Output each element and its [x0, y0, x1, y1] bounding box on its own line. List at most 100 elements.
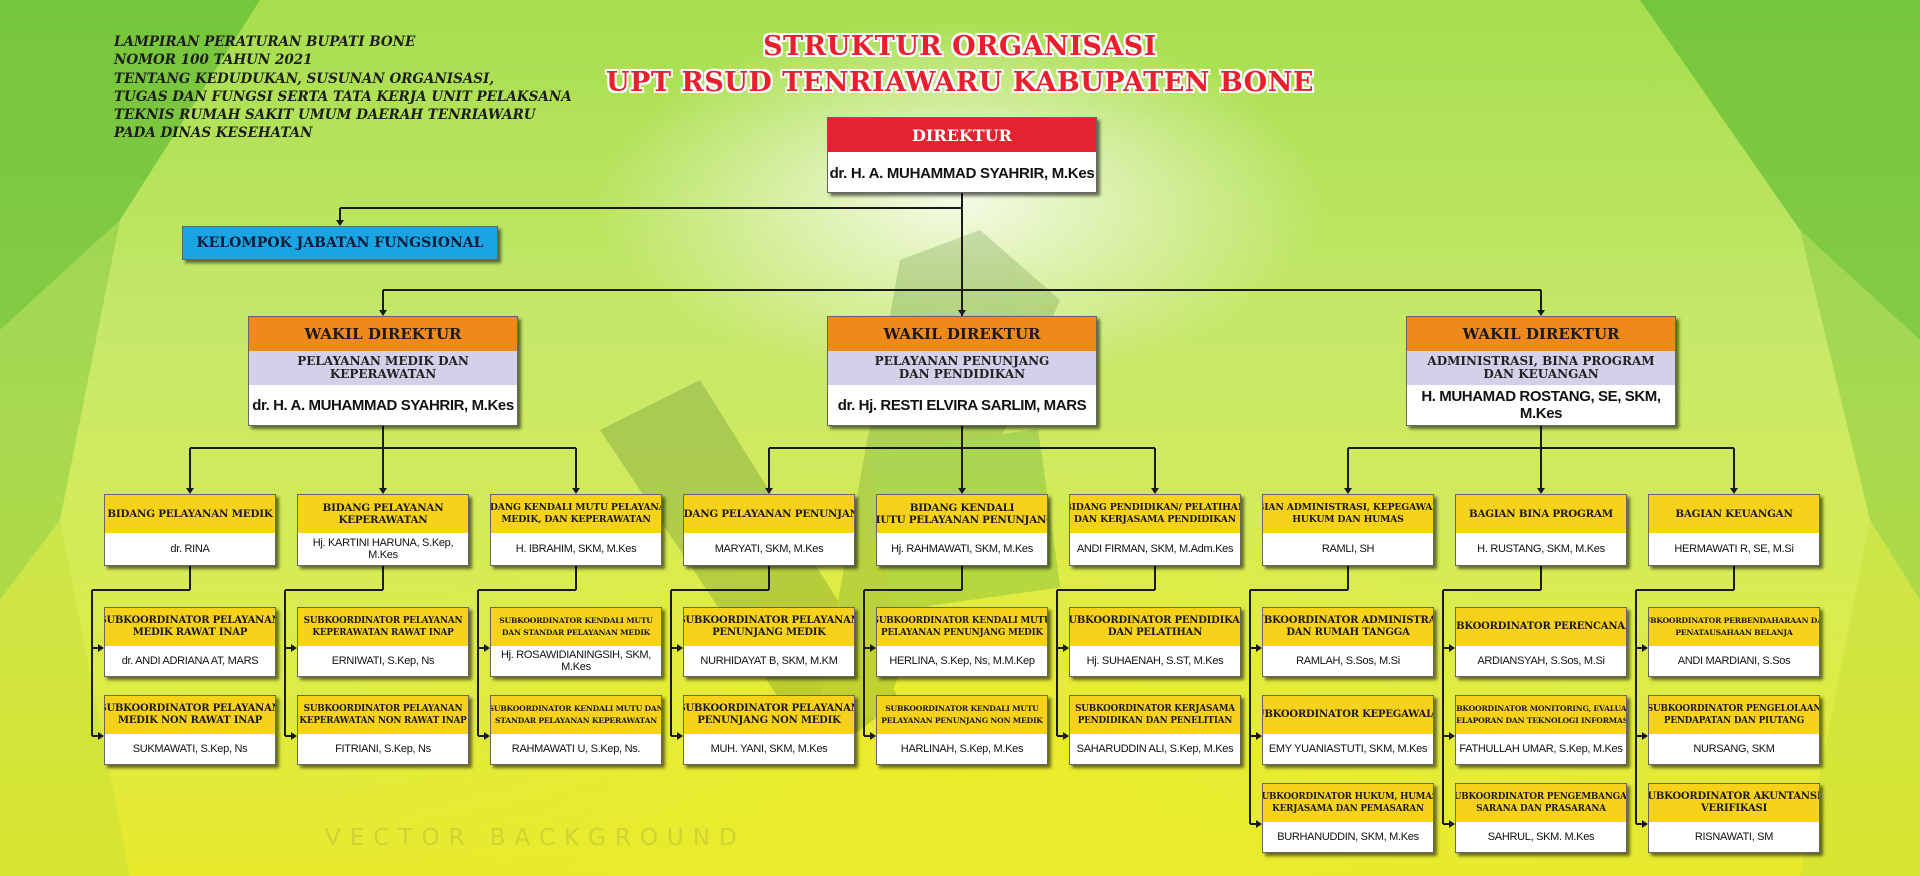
- deputy-name: H. MUHAMAD ROSTANG, SE, SKM, M.Kes: [1407, 385, 1675, 425]
- arrow-head-icon: [291, 644, 297, 652]
- arrow-head-icon: [1344, 488, 1352, 494]
- bidang-title-line: BAGIAN KEUANGAN: [1675, 508, 1793, 520]
- subkoordinator-title-line: SUBKOORDINATOR KEPEGAWAIAN: [1263, 709, 1433, 720]
- deputy-title: WAKIL DIREKTUR: [249, 317, 517, 351]
- arrow-head-icon: [1642, 820, 1648, 828]
- subkoordinator-title-line: SUBKOORDINATOR PERBENDAHARAAN DAN: [1649, 616, 1819, 625]
- subkoordinator-title-line: MEDIK NON RAWAT INAP: [117, 715, 263, 726]
- subkoordinator-name: ARDIANSYAH, S.Sos, M.Si: [1456, 646, 1626, 676]
- subkoordinator-title-line: PENUNJANG MEDIK: [712, 627, 826, 638]
- subkoordinator-title: SUBKOORDINATOR MONITORING, EVALUASI,PELA…: [1456, 696, 1626, 734]
- background-watermark-text: VECTOR BACKGROUND: [325, 825, 746, 851]
- subkoordinator-name: BURHANUDDIN, SKM, M.Kes: [1263, 822, 1433, 852]
- subkoordinator-title-line: DAN RUMAH TANGGA: [1286, 627, 1410, 638]
- bidang-title-line: MEDIK, DAN KEPERAWATAN: [501, 514, 651, 525]
- subkoordinator-name: ANDI MARDIANI, S.Sos: [1649, 646, 1819, 676]
- subkoordinator-box: SUBKOORDINATOR PERBENDAHARAAN DAN PENATAU…: [1648, 607, 1820, 677]
- bidang-title: BAGIAN ADMINISTRASI, KEPEGAWAIAN,HUKUM D…: [1263, 495, 1433, 533]
- subkoordinator-title-line: SUBKOORDINATOR PENGEMBANGAN: [1455, 792, 1627, 802]
- arrow-head-icon: [1151, 488, 1159, 494]
- subkoordinator-box: SUBKOORDINATOR PERENCANAAN ARDIANSYAH, S.…: [1455, 607, 1627, 677]
- arrow-head-icon: [1256, 732, 1262, 740]
- subkoordinator-name: FATHULLAH UMAR, S.Kep, M.Kes: [1456, 734, 1626, 764]
- director-title: DIREKTUR: [828, 118, 1096, 152]
- legal-line: TEKNIS RUMAH SAKIT UMUM DAERAH TENRIAWAR…: [114, 107, 536, 124]
- subkoordinator-title-line: PELAYANAN PENUNJANG NON MEDIK: [881, 716, 1043, 725]
- subkoordinator-title-line: PENATAUSAHAAN BELANJA: [1675, 628, 1793, 637]
- subkoordinator-title-line: VERIFIKASI: [1700, 803, 1768, 814]
- bidang-name: Hj. KARTINI HARUNA, S.Kep, M.Kes: [298, 533, 468, 565]
- subkoordinator-name: RAMLAH, S.Sos, M.Si: [1263, 646, 1433, 676]
- subkoordinator-title-line: DAN STANDAR PELAYANAN MEDIK: [501, 628, 651, 637]
- subkoordinator-box: Plt. SUBKOORDINATOR AKUNTANSI DANVERIFIK…: [1648, 783, 1820, 853]
- bidang-name: MARYATI, SKM, M.Kes: [684, 533, 854, 565]
- subkoordinator-title: SUBKOORDINATOR KENDALI MUTU PELAYANAN PEN…: [877, 696, 1047, 734]
- bidang-title: BAGIAN KEUANGAN: [1649, 495, 1819, 533]
- bidang-title-line: HUKUM DAN HUMAS: [1292, 514, 1404, 525]
- subkoordinator-title: SUBKOORDINATOR HUKUM, HUMAS,KERJASAMA DA…: [1263, 784, 1433, 822]
- arrow-head-icon: [484, 732, 490, 740]
- director-name: dr. H. A. MUHAMMAD SYAHRIR, M.Kes: [828, 152, 1096, 192]
- subkoordinator-title: SUBKOORDINATOR PERENCANAAN: [1456, 608, 1626, 646]
- bidang-name: H. RUSTANG, SKM, M.Kes: [1456, 533, 1626, 565]
- arrow-head-icon: [958, 488, 966, 494]
- subkoordinator-title-line: SUBKOORDINATOR PENDIDIKAN: [1069, 615, 1241, 626]
- subkoordinator-title-line: SUBKOORDINATOR PELAYANAN: [683, 703, 855, 714]
- arrow-head-icon: [484, 644, 490, 652]
- arrow-head-icon: [677, 644, 683, 652]
- legal-line: TENTANG KEDUDUKAN, SUSUNAN ORGANISASI,: [114, 70, 495, 87]
- subkoordinator-title: Plt. SUBKOORDINATOR AKUNTANSI DANVERIFIK…: [1649, 784, 1819, 822]
- bidang-title-line: BIDANG KENDALI: [909, 502, 1015, 514]
- arrow-head-icon: [870, 644, 876, 652]
- deputy-unit-line: PELAYANAN PENUNJANG: [874, 354, 1050, 368]
- arrow-head-icon: [98, 644, 104, 652]
- subkoordinator-title-line: SUBKOORDINATOR KENDALI MUTU: [885, 704, 1039, 713]
- bidang-title: BIDANG PELAYANAN MEDIK: [105, 495, 275, 533]
- deputy-unit-line: KEPERAWATAN: [329, 367, 437, 381]
- subkoordinator-title-line: SUBKOORDINATOR KERJASAMA: [1075, 704, 1235, 714]
- subkoordinator-name: SAHARUDDIN ALI, S.Kep, M.Kes: [1070, 734, 1240, 764]
- arrow-head-icon: [1537, 310, 1545, 316]
- subkoordinator-name: MUH. YANI, SKM, M.Kes: [684, 734, 854, 764]
- subkoordinator-title-line: SUBKOORDINATOR KENDALI MUTU: [876, 616, 1048, 626]
- arrow-head-icon: [336, 220, 344, 226]
- subkoordinator-name: ERNIWATI, S.Kep, Ns: [298, 646, 468, 676]
- bidang-box: BIDANG PELAYANAN PENUNJANGMARYATI, SKM, …: [683, 494, 855, 566]
- arrow-head-icon: [379, 310, 387, 316]
- subkoordinator-title: SUBKOORDINATOR ADMINISTRASIDAN RUMAH TAN…: [1263, 608, 1433, 646]
- subkoordinator-title-line: SARANA DAN PRASARANA: [1476, 804, 1606, 814]
- subkoordinator-box: SUBKOORDINATOR KEPEGAWAIANEMY YUANIASTUT…: [1262, 695, 1434, 765]
- subkoordinator-title: SUBKOORDINATOR PERBENDAHARAAN DAN PENATAU…: [1649, 608, 1819, 646]
- arrow-head-icon: [1063, 732, 1069, 740]
- arrow-head-icon: [958, 310, 966, 316]
- subkoordinator-name: NURHIDAYAT B, SKM, M.KM: [684, 646, 854, 676]
- page-title-line2: UPT RSUD TENRIAWARU KABUPATEN BONE: [606, 67, 1314, 98]
- subkoordinator-title: SUBKOORDINATOR PENGEMBANGAN SARANA DAN PR…: [1456, 784, 1626, 822]
- deputy-title: WAKIL DIREKTUR: [1407, 317, 1675, 351]
- subkoordinator-title-line: SUBKOORDINATOR PERENCANAAN: [1456, 621, 1626, 632]
- page-title-line1: STRUKTUR ORGANISASI: [763, 31, 1157, 62]
- subkoordinator-box: SUBKOORDINATOR PENGEMBANGAN SARANA DAN PR…: [1455, 783, 1627, 853]
